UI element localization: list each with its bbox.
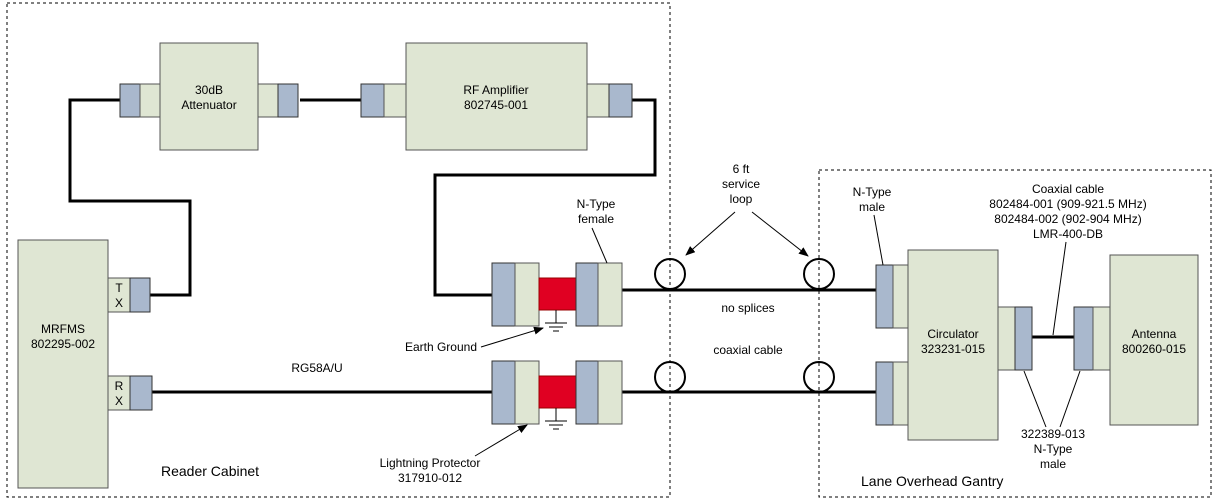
protector-top-body-right: [575, 262, 599, 327]
lane-gantry-label: Lane Overhead Gantry: [861, 473, 1003, 489]
mrfms-label-line1: MRFMS: [41, 322, 85, 336]
earth-ground-arrow: [480, 326, 544, 348]
n-type-male-bottom-label-line2: N-Type: [1034, 442, 1073, 456]
earth-ground-symbol-top: [545, 310, 567, 332]
n-type-female-label-line2: female: [578, 212, 614, 226]
protector-top-surge-element: [538, 277, 577, 311]
earth-ground-symbol-bottom: [545, 408, 567, 430]
amplifier-box: [405, 42, 588, 151]
rx-connector: [129, 375, 153, 411]
attenuator-connector-left-body: [139, 83, 161, 118]
mrfms-box: [17, 239, 109, 489]
coax-spec-line4: LMR-400-DB: [1033, 227, 1103, 241]
rx-port-label-r: R: [115, 379, 124, 393]
amplifier-label-line1: RF Amplifier: [463, 83, 528, 97]
lane-gantry-boundary: [818, 169, 1212, 498]
attenuator-box: [159, 42, 259, 151]
amplifier-label-line2: 802745-001: [464, 98, 528, 112]
circulator-connector-right-body: [997, 306, 1016, 371]
n-type-male-bottom-label-line1: 322389-013: [1021, 427, 1085, 441]
circulator-box: [907, 249, 999, 441]
lightning-protector-bottom: [491, 360, 623, 430]
protector-bottom-connector-right: [597, 360, 623, 425]
attenuator-label-line1: 30dB: [195, 83, 223, 97]
service-loop-bottom-right: [803, 361, 835, 393]
wire-amplifier-to-protector: [433, 98, 657, 297]
amplifier-connector-right-body: [586, 83, 610, 118]
n-type-male-top-pointer: [873, 214, 884, 266]
rg58-label: RG58A/U: [291, 361, 342, 375]
antenna-label-line1: Antenna: [1132, 327, 1177, 341]
n-type-female-label-line1: N-Type: [577, 197, 616, 211]
service-loop-label-line2: service: [722, 177, 760, 191]
circulator-label-line2: 323231-015: [921, 342, 985, 356]
service-loop-top-left: [654, 258, 686, 290]
wire-tx-to-attenuator: [68, 98, 192, 297]
antenna-label-line2: 800260-015: [1122, 342, 1186, 356]
coaxial-cable-label: coaxial cable: [713, 343, 783, 357]
protector-bottom-connector-left: [491, 360, 516, 425]
service-loop-bottom-left: [654, 361, 686, 393]
n-type-male-bottom-pointer-left: [1023, 370, 1047, 428]
protector-bottom-body-left: [514, 360, 540, 425]
attenuator-connector-left: [119, 83, 141, 118]
coax-spec-line1: Coaxial cable: [1032, 182, 1104, 196]
n-type-male-bottom-pointer-right: [1059, 370, 1081, 428]
lightning-protector-arrow: [474, 424, 528, 457]
service-loop-top-right: [803, 258, 835, 290]
earth-ground-label: Earth Ground: [405, 340, 477, 354]
rx-port-label-x: X: [115, 394, 123, 408]
n-type-male-bottom-label-line3: male: [1040, 457, 1066, 471]
coax-spec-line3: 802484-002 (902-904 MHz): [994, 212, 1141, 226]
mrfms-label-line2: 802295-002: [31, 337, 95, 351]
tx-port-label-t: T: [115, 281, 123, 295]
attenuator-connector-right: [277, 83, 299, 118]
circulator-connector-bottom-body: [892, 361, 909, 426]
service-loop-label-line3: loop: [730, 192, 753, 206]
protector-bottom-body-right: [575, 360, 599, 425]
rf-amplifier: RF Amplifier 802745-001: [360, 42, 633, 151]
service-loop-arrow-right: [751, 211, 809, 257]
n-type-male-top-label-line1: N-Type: [853, 185, 892, 199]
circulator-connector-top-body: [892, 264, 909, 329]
circulator-label-line1: Circulator: [927, 327, 978, 341]
lightning-protector-label-line2: 317910-012: [398, 471, 462, 485]
coax-spec-pointer: [1052, 241, 1067, 336]
amplifier-connector-right: [608, 83, 633, 118]
attenuator: 30dB Attenuator: [119, 42, 299, 151]
mrfms: MRFMS 802295-002 T X R X: [17, 239, 153, 489]
n-type-female-pointer: [591, 227, 608, 264]
antenna-box: [1109, 254, 1199, 426]
amplifier-connector-left-body: [383, 83, 407, 118]
reader-cabinet-boundary: [6, 2, 671, 498]
protector-top-connector-right: [597, 262, 623, 327]
protector-top-connector-left: [491, 262, 516, 327]
antenna: Antenna 800260-015: [1073, 254, 1199, 426]
no-splices-label: no splices: [721, 301, 774, 315]
protector-top-body-left: [514, 262, 540, 327]
circulator: Circulator 323231-015: [875, 249, 1033, 441]
circulator-connector-bottom: [875, 361, 894, 426]
coax-spec-line2: 802484-001 (909-921.5 MHz): [989, 197, 1146, 211]
reader-cabinet-label: Reader Cabinet: [161, 463, 259, 479]
n-type-male-top-label-line2: male: [859, 200, 885, 214]
attenuator-label-line2: Attenuator: [181, 98, 236, 112]
service-loop-arrow-left: [685, 211, 736, 256]
circulator-connector-right: [1014, 306, 1033, 371]
tx-connector: [129, 277, 151, 313]
protector-bottom-surge-element: [538, 375, 577, 409]
antenna-connector-body: [1092, 306, 1111, 371]
lightning-protector-label-line1: Lightning Protector: [380, 456, 481, 470]
attenuator-connector-right-body: [257, 83, 279, 118]
amplifier-connector-left: [360, 83, 385, 118]
circulator-connector-top: [875, 264, 894, 329]
service-loop-label-line1: 6 ft: [733, 162, 750, 176]
tx-port-label-x: X: [115, 296, 123, 310]
antenna-connector: [1073, 306, 1094, 371]
lightning-protector-top: [491, 262, 623, 332]
